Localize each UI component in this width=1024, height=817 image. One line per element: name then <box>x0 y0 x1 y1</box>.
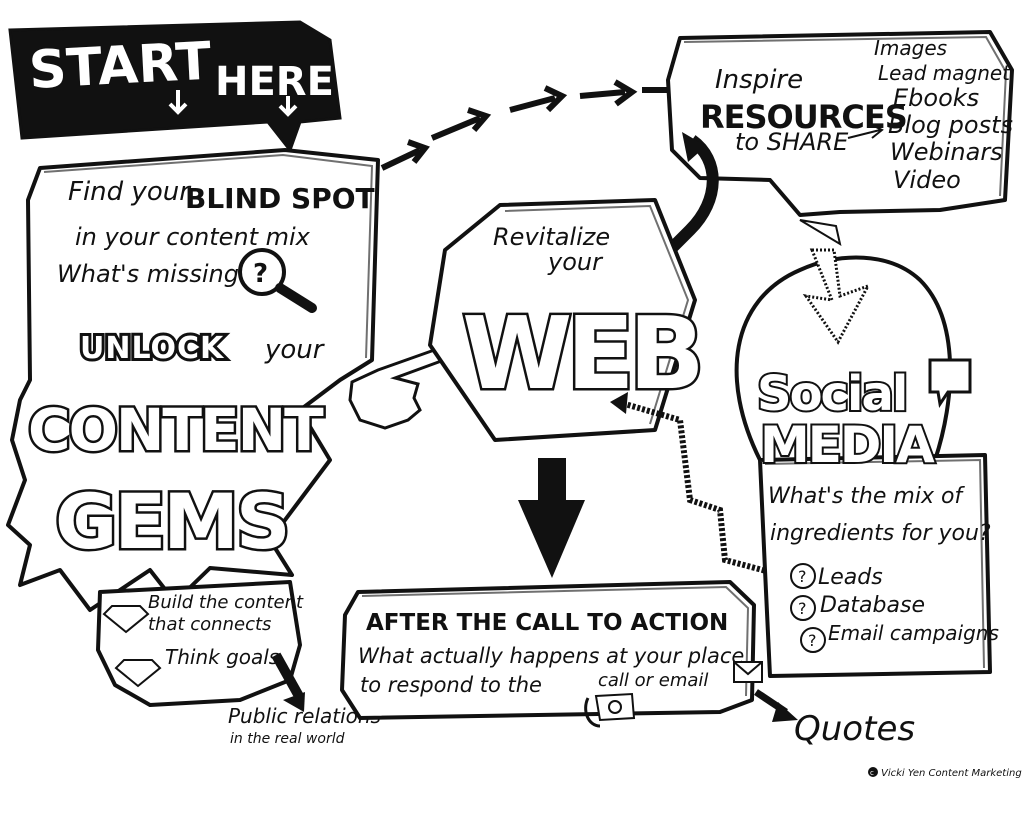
cta-box: AFTER THE CALL TO ACTION What actually h… <box>342 582 762 726</box>
resources-bubble: Inspire RESOURCES to SHARE Images Lead m… <box>668 32 1013 215</box>
to-share-text: to SHARE <box>735 128 849 156</box>
web-your-text: your <box>547 248 604 276</box>
social-text: Social <box>757 366 906 422</box>
resource-item: Images <box>874 36 947 60</box>
social-item: Email campaigns <box>828 621 999 645</box>
unlock-text: UNLOCK <box>80 331 225 366</box>
cta-line2: to respond to the <box>360 673 542 697</box>
gems-item1-line2: that connects <box>148 614 271 635</box>
resource-item: Video <box>893 166 961 194</box>
start-here-banner: START HERE <box>10 22 340 150</box>
email-campaigns-marker: ? <box>808 631 817 650</box>
social-item: Leads <box>818 565 883 590</box>
gems-item1-line1: Build the content <box>148 592 304 613</box>
copyright-symbol: c <box>870 769 874 777</box>
public-relations-line2: in the real world <box>230 731 345 747</box>
database-marker: ? <box>798 599 807 618</box>
web-text: WEB <box>462 295 699 412</box>
inspire-text: Inspire <box>715 65 803 95</box>
content-text: CONTENT <box>28 396 324 464</box>
gems-text: GEMS <box>55 477 288 566</box>
arrow-to-cta-icon <box>518 458 585 578</box>
credit-text: Vicki Yen Content Marketing Maven <box>881 768 1024 779</box>
revitalize-text: Revitalize <box>493 223 610 251</box>
in-your-mix-text: in your content mix <box>75 223 311 251</box>
cta-line3: call or email <box>598 670 708 691</box>
resource-item: Lead magnet <box>878 61 1011 85</box>
your-text: your <box>264 335 326 365</box>
resource-item: Ebooks <box>893 84 979 112</box>
social-question-line2: ingredients for you? <box>770 521 991 546</box>
envelope-icon <box>734 662 762 682</box>
banner-start-text: START <box>28 31 214 100</box>
dashed-arrow-to-resources-icon <box>382 82 668 168</box>
social-question-line1: What's the mix of <box>768 484 965 509</box>
web-hexagon: Revitalize your WEB <box>430 200 699 440</box>
find-your-text: Find your <box>68 177 192 207</box>
leads-marker: ? <box>798 567 807 586</box>
whats-missing-text: What's missing <box>57 260 239 288</box>
blind-spot-box: Find your BLIND SPOT in your content mix… <box>8 150 378 610</box>
social-item: Database <box>820 593 925 618</box>
gems-subbox: Build the content that connects Think go… <box>98 582 304 705</box>
arrow-to-quotes-icon <box>756 692 798 722</box>
magnifier-question-mark: ? <box>253 259 268 289</box>
social-media-shape: Social MEDIA What's the mix of ingredien… <box>737 220 999 676</box>
blind-spot-text: BLIND SPOT <box>185 182 375 215</box>
credit: c Vicki Yen Content Marketing Maven <box>868 767 1024 779</box>
cta-title: AFTER THE CALL TO ACTION <box>366 610 728 636</box>
resource-item: Webinars <box>890 138 1003 166</box>
media-text: MEDIA <box>760 416 935 474</box>
banner-here-text: HERE <box>215 59 334 105</box>
leads-item: ? Leads <box>791 564 883 590</box>
resource-item: Blog posts <box>888 111 1013 139</box>
cta-line1: What actually happens at your place <box>358 644 744 668</box>
gems-item2: Think goals <box>165 645 279 669</box>
quotes-text: Quotes <box>794 709 915 749</box>
